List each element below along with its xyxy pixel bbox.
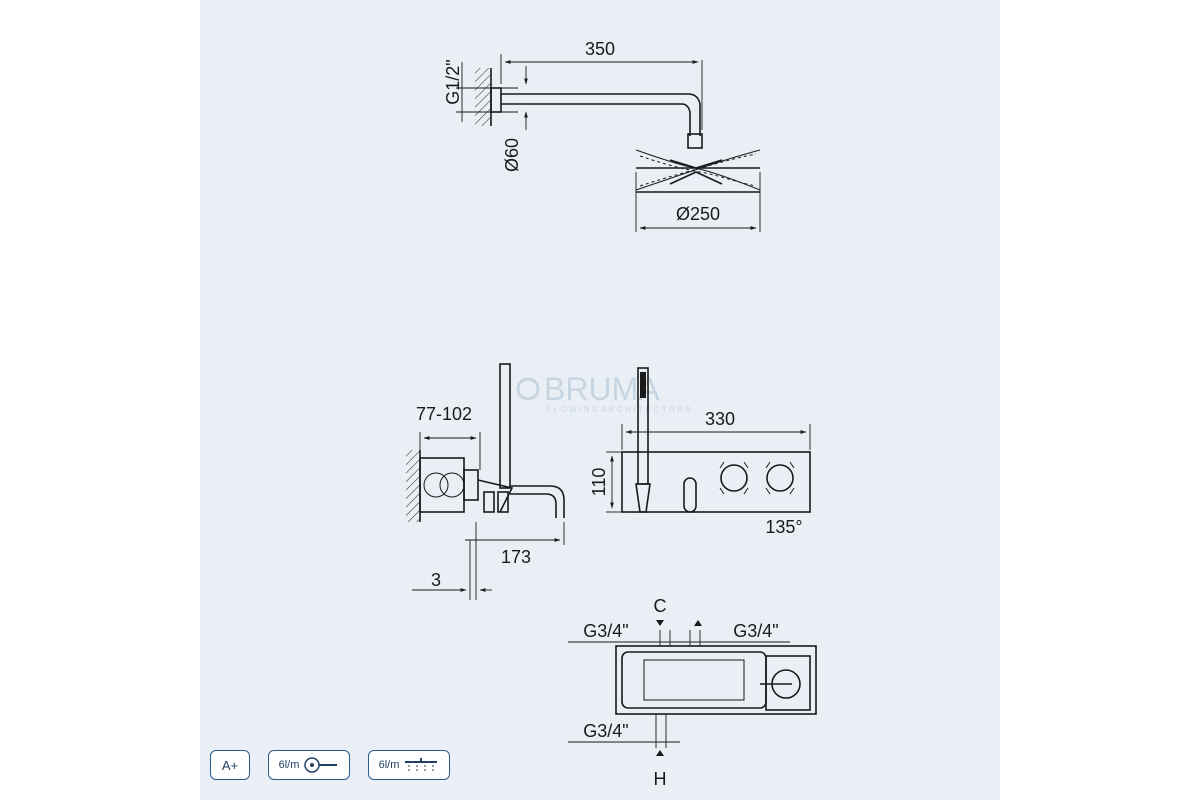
hand-shower [499, 363, 511, 489]
spout-length-label: 173 [501, 547, 531, 567]
inlet-right-label: G3/4" [733, 621, 778, 641]
spout [510, 485, 565, 518]
rotation-angle-label: 135° [765, 517, 802, 537]
inlet-bottom-label: G3/4" [583, 721, 628, 741]
front-spout [683, 477, 697, 513]
brand-tagline: FLOWINGARCHITECTURE [546, 405, 694, 414]
rain-shower-head [635, 149, 761, 193]
shower-arm-view: G1/2" 350 Ø60 Ø250 [443, 39, 761, 232]
overhead-shower-flow-badge: 6l/m [368, 750, 450, 780]
technical-drawing: BRUMA FLOWINGARCHITECTURE G1/2" [200, 0, 1000, 800]
hand-shower-flow-label: 6l/m [278, 759, 300, 771]
thermostat-handle [766, 464, 794, 492]
height-label: 110 [589, 468, 609, 497]
thread-size-label: G1/2" [443, 59, 463, 104]
box-valve-plate [765, 655, 811, 711]
wall-hatch [475, 68, 491, 126]
width-label: 330 [705, 409, 735, 429]
faceplate [621, 451, 811, 513]
inlet-left-label: G3/4" [583, 621, 628, 641]
hand-shower-icon [304, 757, 338, 773]
embedded-box-view: C G3/4" G3/4" G3/4" H [568, 596, 817, 789]
drawing-canvas: BRUMA FLOWINGARCHITECTURE G1/2" [406, 39, 817, 789]
arm-flange [490, 87, 502, 113]
diverter-handle [720, 464, 748, 492]
label-h: H [654, 769, 667, 789]
hand-shower-flow-badge: 6l/m [268, 750, 350, 780]
head-diameter-label: Ø250 [676, 204, 720, 224]
mixer-side-view: 77-102 173 3 [406, 363, 565, 600]
energy-class-badge: A+ [210, 750, 250, 780]
depth-label: 77-102 [416, 404, 472, 424]
overhead-shower-flow-label: 6l/m [378, 759, 400, 771]
box-outer [615, 645, 817, 715]
shower-arm [501, 93, 701, 136]
mixer-body [419, 457, 465, 513]
overhead-shower-icon [405, 758, 438, 772]
head-connector [687, 133, 703, 149]
flange-diameter-label: Ø60 [502, 138, 522, 172]
brand-watermark: BRUMA FLOWINGARCHITECTURE [516, 371, 694, 414]
wall-hatch-side [406, 450, 420, 522]
offset-label: 3 [431, 570, 441, 590]
label-c: C [654, 596, 667, 616]
energy-class-label: A+ [221, 757, 239, 773]
brand-logo-icon [516, 377, 540, 401]
arm-length-label: 350 [585, 39, 615, 59]
mixer-front-view: 330 110 135° [589, 367, 811, 537]
